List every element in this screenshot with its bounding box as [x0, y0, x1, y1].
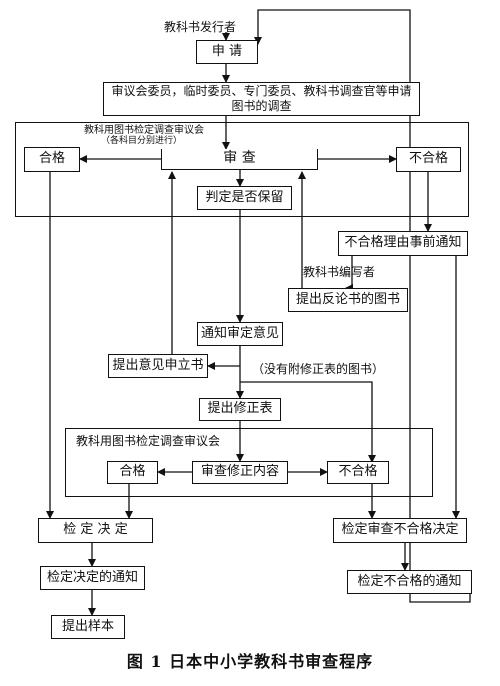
correction-council-label: 教科用图书检定调查审议会: [76, 434, 221, 448]
approval-box: 检 定 决 定: [38, 518, 153, 543]
apply-box: 申 请: [196, 40, 258, 64]
review-correction-box: 审查修正内容: [192, 461, 288, 484]
figure-caption: 图 1 日本中小学教科书审查程序: [126, 652, 374, 671]
pass-box-2: 合格: [107, 461, 158, 484]
fail-box-1: 不合格: [396, 147, 461, 172]
arrow-reapply-loop: [254, 9, 471, 603]
arrow-no-correction: [240, 381, 376, 463]
review-council-label: 教科用图书检定调查审议会: [84, 125, 204, 136]
fail-box-2: 不合格: [327, 461, 389, 484]
submit-correction-box: 提出修正表: [199, 398, 281, 421]
rejection-notice-box: 检定不合格的通知: [347, 570, 472, 594]
review-council-note: （各科目分别进行）: [101, 136, 183, 146]
opinion-request-box: 提出意见申立书: [108, 354, 208, 378]
rejection-box: 检定审查不合格决定: [333, 518, 467, 543]
review-box: 审 查: [161, 149, 318, 170]
prior-notice-box: 不合格理由事前通知: [338, 231, 468, 256]
no-correction-label: （没有附修正表的图书）: [252, 362, 385, 376]
investigation-box: 审议会委员，临时委员、专门委员、教科书调查官等申请图书的调查: [103, 82, 420, 116]
notify-opinion-box: 通知审定意见: [197, 322, 283, 346]
judge-reserve-box: 判定是否保留: [197, 186, 292, 210]
correction-council-frame: [65, 428, 433, 497]
publisher-label: 教科书发行者: [164, 20, 237, 34]
submit-sample-box: 提出样本: [51, 615, 125, 639]
review-council-frame: [15, 122, 469, 217]
rebuttal-box: 提出反论书的图书: [288, 288, 408, 312]
pass-box-1: 合格: [24, 147, 80, 172]
approval-notice-box: 检定决定的通知: [40, 566, 145, 590]
author-label: 教科书编写者: [303, 265, 376, 279]
